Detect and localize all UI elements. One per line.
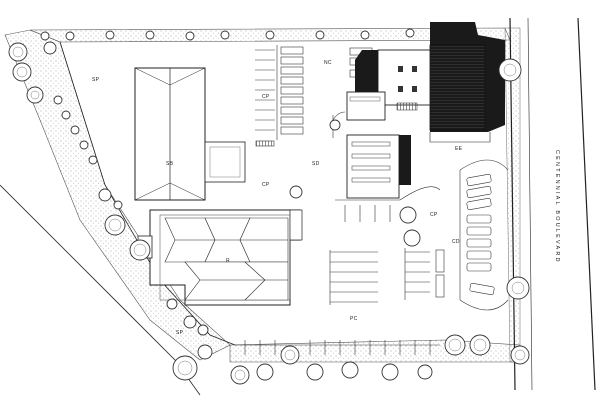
building-r <box>137 209 303 306</box>
street-centennial-boulevard: CENTENNIAL BOULEVARD <box>509 17 596 391</box>
label-cp-right: CP <box>430 212 438 218</box>
label-sb: SB <box>166 161 174 167</box>
label-r: R <box>226 258 230 264</box>
label-cp-center: CP <box>262 182 270 188</box>
label-pc: PC <box>350 316 358 322</box>
parking-east <box>459 159 509 311</box>
street-name-label: CENTENNIAL BOULEVARD <box>554 150 560 264</box>
area-labels: SP SB CP NC SD CP EE CP CD R PC SP <box>92 60 463 336</box>
label-sp-top: SP <box>92 77 100 83</box>
building-sb <box>134 67 246 201</box>
label-cd: CD <box>452 239 460 245</box>
label-sp-bottom: SP <box>176 330 184 336</box>
label-ee: EE <box>455 146 463 152</box>
label-sd: SD <box>312 161 320 167</box>
building-main-complex <box>346 22 505 199</box>
trees <box>8 28 530 385</box>
parking-lot-pc <box>235 186 445 355</box>
label-nc: NC <box>324 60 332 66</box>
label-cp-left: CP <box>262 94 270 100</box>
